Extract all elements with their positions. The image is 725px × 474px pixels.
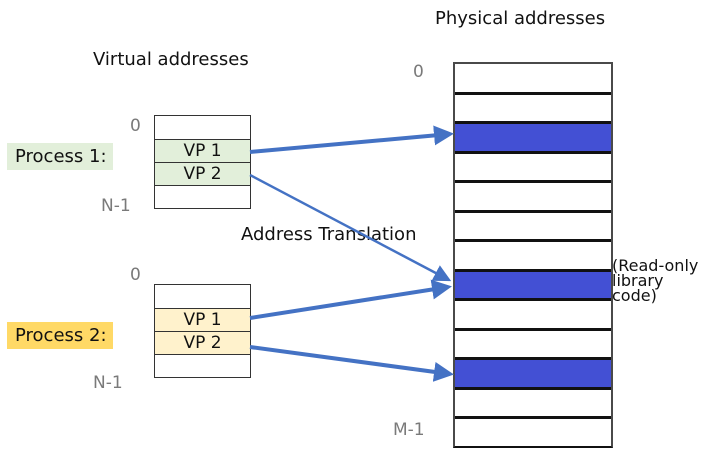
physical-frame [455,416,611,446]
virtual-page-vp2: VP 2 [155,162,250,185]
physical-frame [455,91,611,121]
virtual-page-vp1: VP 1 [155,139,250,162]
physical-frame [455,386,611,416]
process-2-end-tick: N-1 [93,373,123,393]
note-line: code) [612,286,657,305]
process-1-label: Process 1: [7,143,113,170]
virtual-page-vp1: VP 1 [155,308,250,331]
physical-frame [455,327,611,357]
virtual-page-empty [155,185,250,208]
process-2-virtual-space: VP 1 VP 2 [154,284,251,378]
virtual-page-empty [155,354,250,377]
virtual-addresses-title: Virtual addresses [93,49,249,70]
arrow-p1-vp1 [249,125,454,154]
physical-frame-used [455,121,611,151]
physical-frame [455,239,611,269]
note-line: (Read-only [612,256,699,275]
physical-frame [455,64,611,92]
physical-frame-used [455,357,611,387]
physical-frame [455,180,611,210]
process-1-start-tick: 0 [130,116,141,136]
physical-start-tick: 0 [413,62,424,82]
physical-frame [455,209,611,239]
process-2-label: Process 2: [7,322,113,349]
process-2-start-tick: 0 [130,265,141,285]
physical-frame [455,150,611,180]
physical-memory [453,62,613,448]
arrow-p1-vp2 [249,173,452,282]
physical-addresses-title: Physical addresses [435,8,606,29]
process-1-virtual-space: VP 1 VP 2 [154,115,251,209]
shared-library-note: (Read-only library code) [612,256,699,305]
physical-frame [455,298,611,328]
process-1-end-tick: N-1 [101,196,131,216]
physical-frame-used [455,268,611,298]
physical-end-tick: M-1 [393,420,425,440]
arrow-p2-vp2 [249,345,454,382]
virtual-page-vp2: VP 2 [155,331,250,354]
arrow-p2-vp1 [249,279,452,320]
note-line: library [612,271,664,290]
